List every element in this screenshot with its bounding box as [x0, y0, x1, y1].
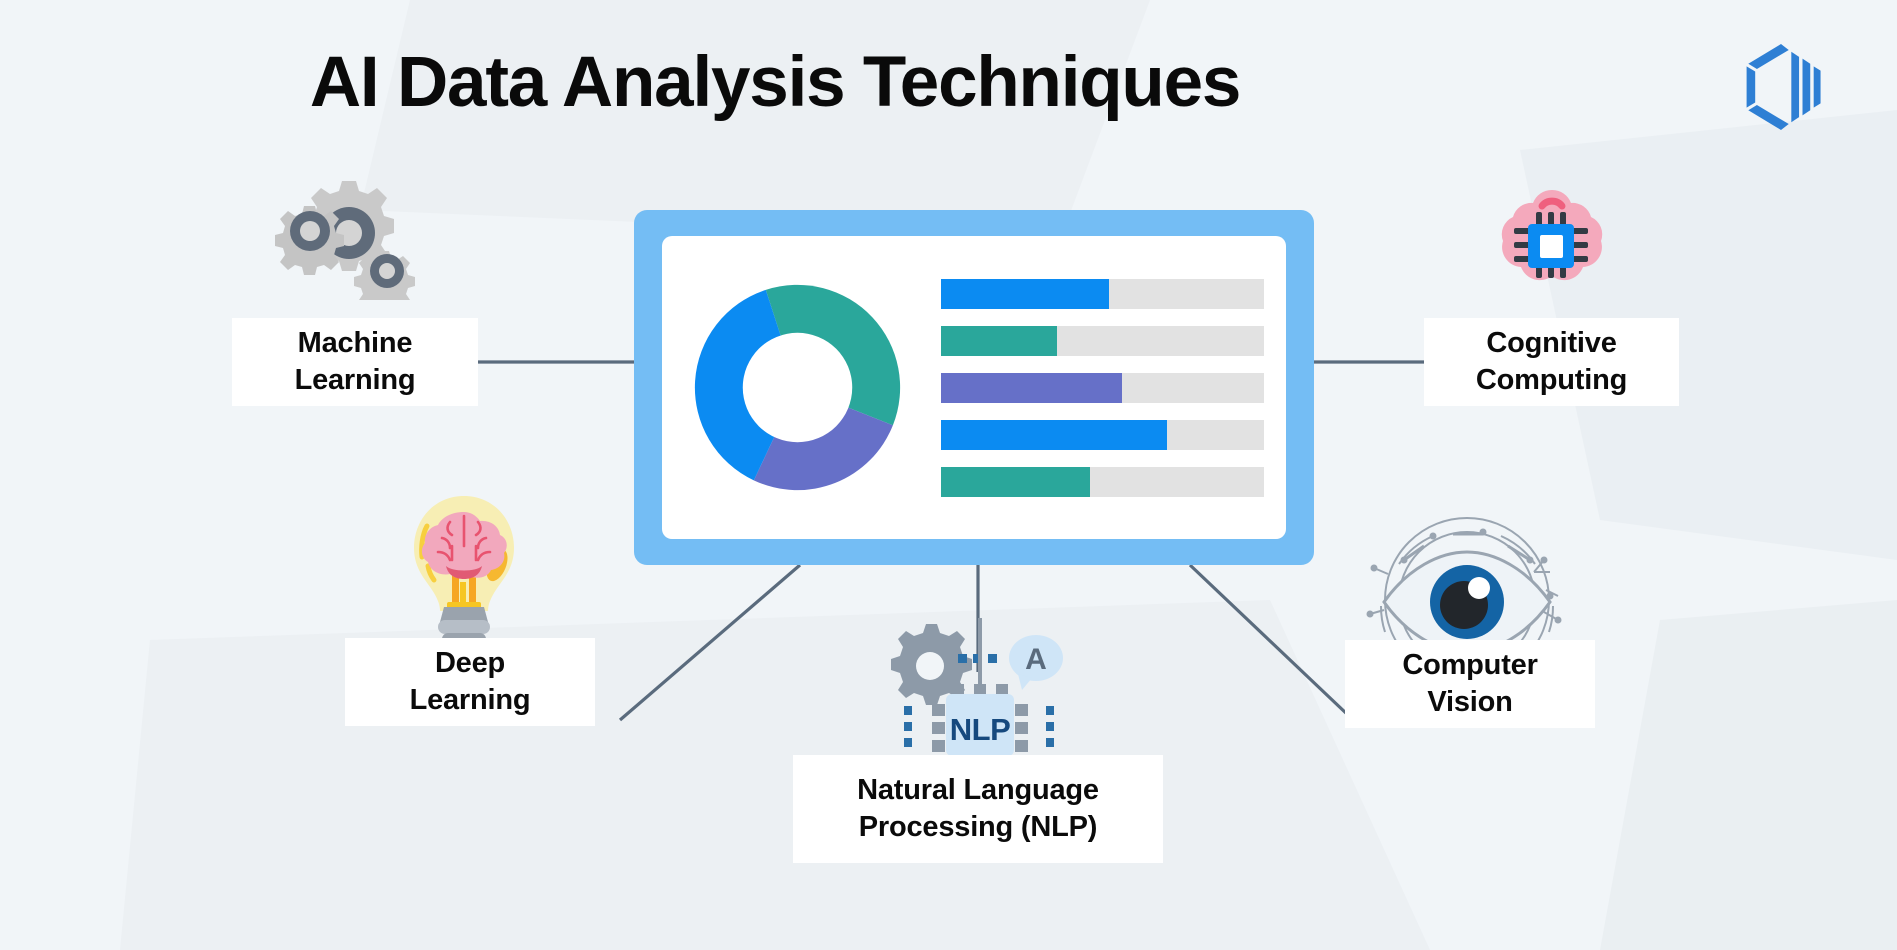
- node-label-line2: Processing (NLP): [858, 811, 1098, 843]
- brain-chip-icon: [1501, 189, 1603, 281]
- brand-logo-hexagon: [1746, 44, 1821, 130]
- bar-row: [941, 419, 1264, 450]
- node-card-computer-vision[interactable]: Computer Vision: [1345, 640, 1595, 728]
- node-label-line1: Cognitive: [1486, 327, 1617, 360]
- bar-row: [941, 372, 1264, 403]
- ai-dashboard-illustration: [634, 210, 1314, 565]
- node-label-line1: Deep: [434, 647, 506, 680]
- node-label-line1: Machine: [297, 327, 413, 360]
- svg-text:A: A: [1025, 643, 1047, 676]
- node-card-nlp[interactable]: Natural Language Processing (NLP): [793, 755, 1163, 863]
- connector-computer-vision: [1188, 563, 1350, 717]
- node-label-line2: Computing: [1475, 364, 1628, 396]
- node-label-line1: Natural Language: [857, 774, 1099, 807]
- lightbulb-brain-icon: [414, 496, 514, 645]
- node-card-cognitive-computing[interactable]: Cognitive Computing: [1424, 318, 1679, 406]
- bar-row: [941, 278, 1264, 309]
- bar-fill: [941, 419, 1168, 450]
- horizontal-bar-chart: [935, 278, 1264, 497]
- node-label-line2: Learning: [294, 364, 416, 396]
- bar-row: [941, 325, 1264, 356]
- svg-text:NLP: NLP: [950, 712, 1011, 747]
- donut-chart-svg: [694, 284, 901, 491]
- connector-deep-learning: [618, 563, 802, 722]
- bar-fill: [941, 325, 1058, 356]
- node-card-machine-learning[interactable]: Machine Learning: [232, 318, 478, 406]
- node-label-line1: Computer: [1402, 649, 1538, 682]
- bar-fill: [941, 466, 1090, 497]
- gears-icon: [275, 181, 415, 300]
- nlp-chip-icon: A: [891, 618, 1063, 756]
- dashboard-panel: [662, 236, 1286, 539]
- bar-fill: [941, 278, 1109, 309]
- node-label-line2: Vision: [1427, 686, 1513, 718]
- bar-row: [941, 466, 1264, 497]
- node-card-deep-learning[interactable]: Deep Learning: [345, 638, 595, 726]
- page-title: AI Data Analysis Techniques: [309, 43, 1242, 122]
- node-label-line2: Learning: [409, 684, 531, 716]
- bar-fill: [941, 372, 1122, 403]
- donut-chart: [690, 280, 905, 495]
